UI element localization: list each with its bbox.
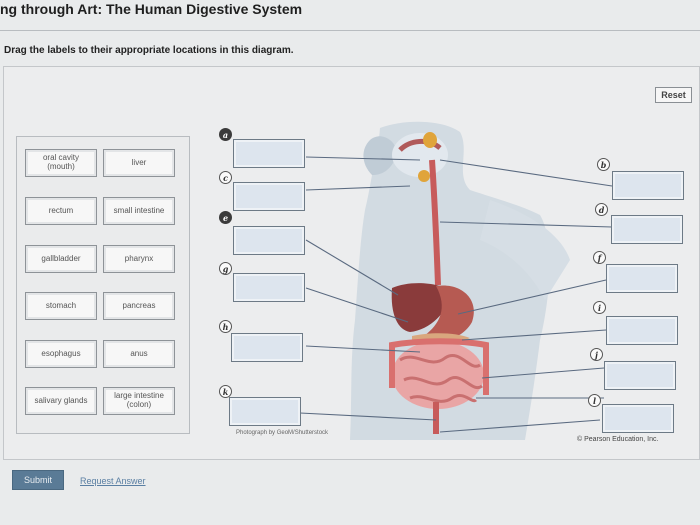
- drop-target-a[interactable]: [233, 139, 305, 168]
- draggable-label[interactable]: large intestine(colon): [103, 387, 175, 415]
- drop-target-d[interactable]: [611, 215, 683, 244]
- drop-target-g[interactable]: [233, 273, 305, 302]
- target-letter-l: l: [588, 394, 601, 407]
- target-letter-e: e: [219, 211, 232, 224]
- reset-button[interactable]: Reset: [655, 87, 692, 103]
- submit-button[interactable]: Submit: [12, 470, 64, 490]
- drop-target-b[interactable]: [612, 171, 684, 200]
- draggable-label[interactable]: stomach: [25, 292, 97, 320]
- draggable-label[interactable]: anus: [103, 340, 175, 368]
- draggable-label[interactable]: salivary glands: [25, 387, 97, 415]
- target-letter-k: k: [219, 385, 232, 398]
- drop-target-k[interactable]: [229, 397, 301, 426]
- target-letter-f: f: [593, 251, 606, 264]
- request-answer-link[interactable]: Request Answer: [80, 476, 146, 486]
- drop-target-i[interactable]: [606, 316, 678, 345]
- draggable-label[interactable]: small intestine: [103, 197, 175, 225]
- draggable-label[interactable]: oral cavity(mouth): [25, 149, 97, 177]
- draggable-label[interactable]: rectum: [25, 197, 97, 225]
- draggable-label[interactable]: pancreas: [103, 292, 175, 320]
- drop-target-h[interactable]: [231, 333, 303, 362]
- target-letter-b: b: [597, 158, 610, 171]
- target-letter-c: c: [219, 171, 232, 184]
- target-letter-g: g: [219, 262, 232, 275]
- target-letter-h: h: [219, 320, 232, 333]
- drop-target-f[interactable]: [606, 264, 678, 293]
- photo-credit: Photograph by GeoM/Shutterstock: [236, 430, 329, 436]
- copyright-notice: © Pearson Education, Inc.: [577, 436, 659, 443]
- target-letter-j: j: [590, 348, 603, 361]
- draggable-label[interactable]: liver: [103, 149, 175, 177]
- draggable-label[interactable]: esophagus: [25, 340, 97, 368]
- target-letter-d: d: [595, 203, 608, 216]
- drop-target-j[interactable]: [604, 361, 676, 390]
- drop-target-l[interactable]: [602, 404, 674, 433]
- label-bank: oral cavity(mouth) liver rectum small in…: [16, 136, 190, 434]
- page-title: ng through Art: The Human Digestive Syst…: [0, 1, 303, 17]
- target-letter-a: a: [219, 128, 232, 141]
- draggable-label[interactable]: gallbladder: [25, 245, 97, 273]
- drop-target-c[interactable]: [233, 182, 305, 211]
- instructions-text: Drag the labels to their appropriate loc…: [4, 45, 294, 56]
- target-letter-i: i: [593, 301, 606, 314]
- drop-target-e[interactable]: [233, 226, 305, 255]
- title-divider: [0, 30, 700, 31]
- draggable-label[interactable]: pharynx: [103, 245, 175, 273]
